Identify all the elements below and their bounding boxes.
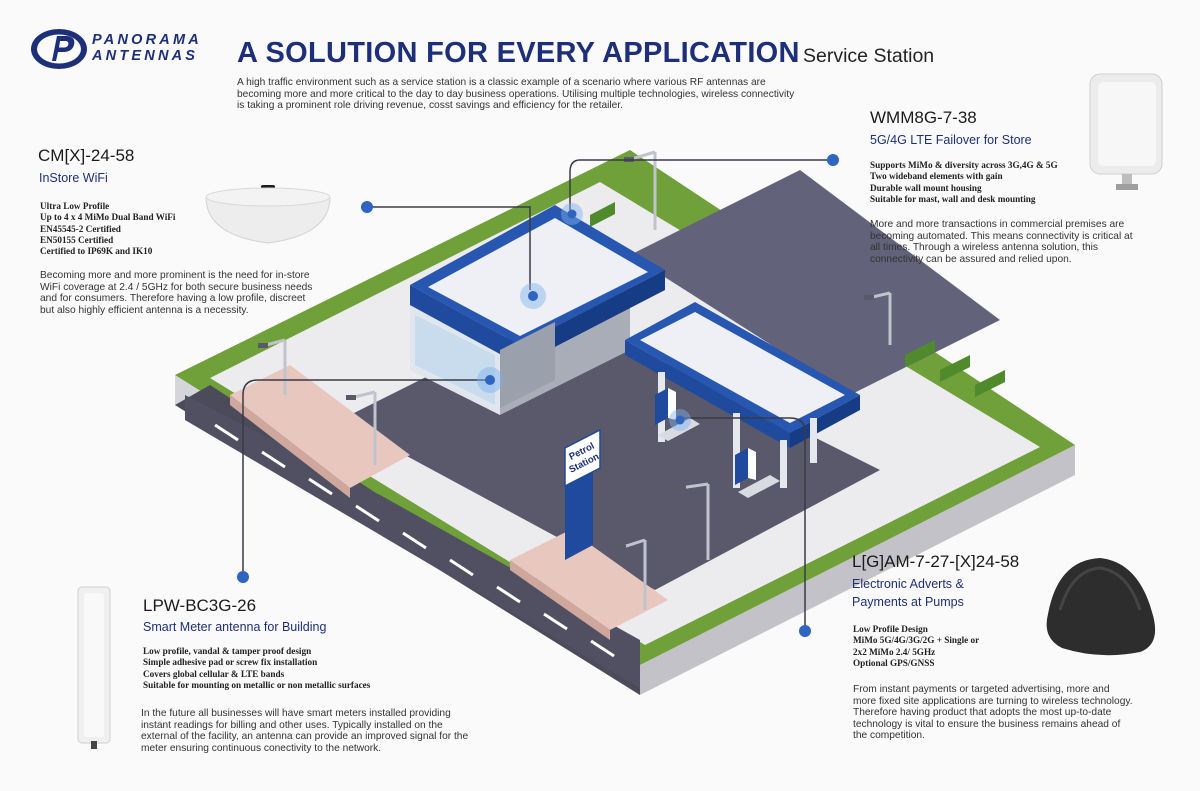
road-surface [185, 395, 640, 688]
product-lgam-use-line1: Electronic Adverts & [852, 577, 964, 591]
fuel-pumps [655, 388, 780, 498]
product-wmm-model: WMM8G-7-38 [870, 108, 977, 127]
sidewalk-left-edge [230, 395, 350, 498]
hedges [590, 202, 1005, 397]
feature-item: Optional GPS/GNSS [853, 657, 935, 668]
product-lgam-use-line2: Payments at Pumps [852, 595, 964, 609]
product-cm-description: Becoming more and more prominent is the … [40, 270, 313, 316]
feature-item: Low Profile Design [853, 624, 928, 634]
ceiling-dome-antenna-icon [205, 185, 331, 244]
sidewalk-right-edge [510, 560, 610, 640]
callout-lines [242, 159, 833, 631]
product-lpw-use: Smart Meter antenna for Building [143, 620, 327, 634]
shark-fin-antenna-icon [1046, 558, 1156, 656]
sidewalk-left [230, 365, 410, 488]
feature-item: Suitable for mounting on metallic or non… [143, 679, 371, 690]
feature-item: Supports MiMo & diversity across 3G,4G &… [870, 160, 1058, 170]
feature-item: Two wideband elements with gain [870, 171, 1003, 182]
feature-item: MiMo 5G/4G/3G/2G + Single or [853, 635, 980, 646]
feature-item: Suitable for mast, wall and desk mountin… [870, 193, 1036, 204]
store-window [415, 315, 495, 405]
canopy-side [790, 395, 860, 448]
callout-dots [237, 154, 839, 637]
store-wall-base [500, 322, 555, 408]
page-title: A SOLUTION FOR EVERY APPLICATION [237, 37, 800, 69]
product-wmm-description: More and more transactions in commercial… [870, 219, 1133, 265]
sidewalk-right [510, 530, 668, 630]
product-lpw-model: LPW-BC3G-26 [143, 596, 257, 615]
product-lpw-features: Low profile, vandal & tamper proof desig… [143, 646, 370, 691]
road-markings [214, 423, 615, 658]
feature-item: EN50155 Certified [40, 234, 114, 245]
product-cm-model: CM[X]-24-58 [38, 146, 135, 165]
feature-item: 2x2 MiMo 2.4/ 5GHz [853, 646, 936, 657]
page-subtitle: Service Station [803, 45, 935, 67]
ground-side-right [640, 445, 1075, 695]
brand-line-2: ANTENNAS [92, 48, 199, 64]
product-lgam-features: Low Profile Design MiMo 5G/4G/3G/2G + Si… [853, 624, 979, 669]
feature-item: Simple adhesive pad or screw fix install… [143, 657, 318, 668]
store-roof-front [410, 285, 520, 365]
product-cm-features: Ultra Low Profile Up to 4 x 4 MiMo Dual … [40, 201, 175, 257]
panorama-logo-icon [31, 29, 87, 69]
signal-glow-icons [477, 203, 691, 431]
brand-wordmark: PANORAMA ANTENNAS [92, 32, 202, 64]
product-wmm-features: Supports MiMo & diversity across 3G,4G &… [870, 160, 1058, 205]
sign-panel [564, 428, 601, 488]
feature-item: Up to 4 x 4 MiMo Dual Band WiFi [40, 212, 176, 223]
product-lpw-description: In the future all businesses will have s… [141, 708, 469, 754]
canopy-roof-inner [640, 312, 845, 423]
wall-mount-antenna-icon [1089, 73, 1163, 190]
feature-item: Certified to IP69K and IK10 [40, 246, 153, 257]
brand-line-1: PANORAMA [92, 32, 202, 48]
store-roof-side [520, 270, 665, 365]
canopy-front [625, 340, 790, 448]
feature-item: EN45545-2 Certified [40, 223, 121, 234]
product-lgam-model: L[G]AM-7-27-[X]24-58 [852, 552, 1020, 571]
intro-paragraph: A high traffic environment such as a ser… [237, 77, 795, 112]
feature-item: Covers global cellular & LTE bands [143, 668, 285, 679]
store-roof-inner [428, 218, 648, 336]
product-cm-use: InStore WiFi [39, 171, 108, 185]
feature-item: Durable wall mount housing [870, 182, 982, 193]
product-lgam-description: From instant payments or targeted advert… [853, 684, 1133, 742]
panel-meter-antenna-icon [77, 586, 111, 749]
parking-asphalt-back [630, 170, 1000, 395]
feature-item: Ultra Low Profile [40, 201, 110, 211]
product-wmm-use: 5G/4G LTE Failover for Store [870, 133, 1032, 147]
feature-item: Low profile, vandal & tamper proof desig… [143, 646, 312, 656]
